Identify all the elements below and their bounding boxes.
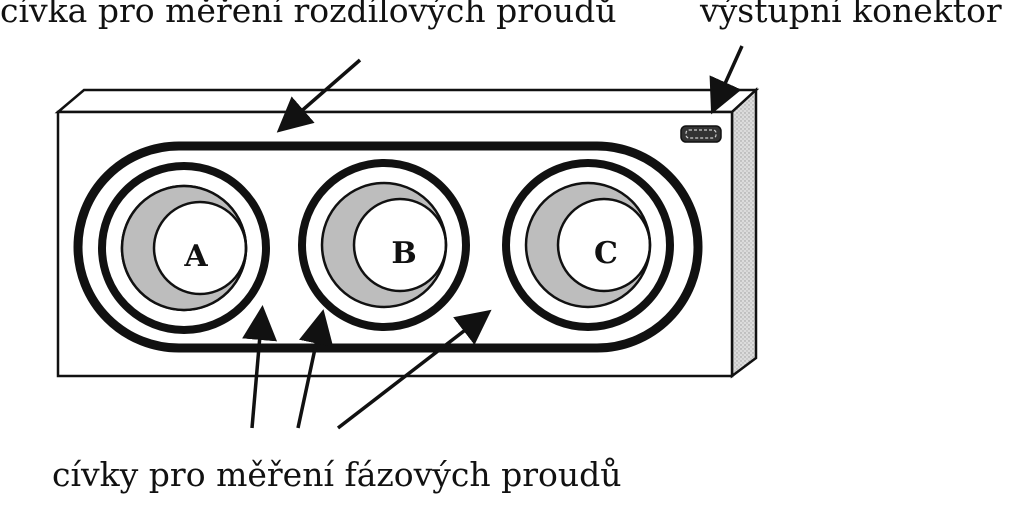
output-connector xyxy=(680,125,722,143)
housing-side-face xyxy=(730,87,758,379)
phase-coil-c: C xyxy=(502,159,674,331)
phase-coil-c-arrow xyxy=(336,309,492,430)
differential-coil-label: cívka pro měření rozdílových proudů xyxy=(0,0,617,30)
phase-coil-b-arrow xyxy=(296,309,334,429)
phase-coils-label: cívky pro měření fázových proudů xyxy=(52,455,622,494)
output-connector-pins xyxy=(685,129,717,139)
phase-letter-a: A xyxy=(183,239,208,274)
output-connector-arrow xyxy=(709,45,744,115)
phase-coil-a-arrow xyxy=(242,305,278,429)
phase-letter-c: C xyxy=(594,236,618,271)
housing-top-face xyxy=(54,88,760,114)
differential-coil-arrow xyxy=(276,58,362,133)
output-connector-label: výstupní konektor xyxy=(700,0,1002,30)
phase-coil-b: B xyxy=(298,159,470,331)
differential-coil xyxy=(73,141,703,353)
phase-coil-a: A xyxy=(98,162,270,334)
phase-letter-b: B xyxy=(391,236,416,271)
